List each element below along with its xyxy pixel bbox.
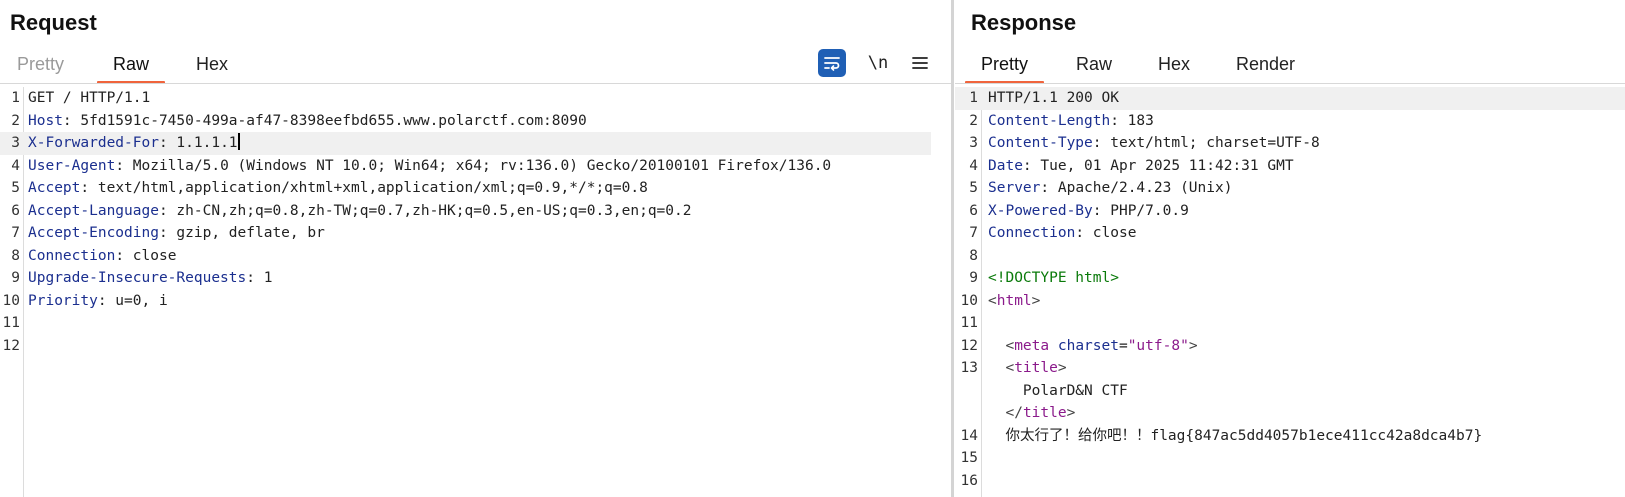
show-newlines-button[interactable]: \n: [867, 53, 889, 73]
tab-pretty[interactable]: Pretty: [17, 54, 65, 74]
request-tabs-divider: [0, 83, 951, 84]
request-line: 11: [2, 315, 20, 331]
request-tabs: Pretty Raw Hex: [0, 48, 951, 84]
tab-hex[interactable]: Hex: [1158, 54, 1191, 74]
request-title: Request: [10, 10, 97, 35]
tab-render[interactable]: Render: [1236, 54, 1296, 74]
response-line: 8: [969, 247, 978, 264]
response-line-flag: 14 你太行了！给你吧！！flag{847ac5dd4057b1ece411cc…: [960, 427, 1483, 444]
wrap-lines-button[interactable]: [818, 49, 846, 77]
response-gutter: [981, 87, 982, 497]
tab-raw[interactable]: Raw: [96, 54, 166, 84]
text-cursor: [237, 133, 240, 150]
tab-pretty[interactable]: Pretty: [964, 54, 1045, 84]
response-line-wrapped: PolarD&N CTF: [988, 382, 1128, 399]
response-line: 16: [960, 472, 978, 489]
menu-button[interactable]: [906, 49, 934, 77]
response-tabs-divider: [955, 83, 1625, 84]
response-line: 11: [960, 315, 978, 331]
response-line: 12 <meta charset="utf-8">: [960, 337, 1198, 354]
response-line: 9<!DOCTYPE html>: [969, 270, 1119, 286]
response-title: Response: [971, 10, 1077, 35]
response-line: 15: [960, 450, 978, 466]
response-line: 10<html>: [960, 292, 1041, 309]
pane-splitter[interactable]: [951, 0, 954, 497]
tab-hex[interactable]: Hex: [196, 54, 229, 74]
request-line: 12: [2, 337, 20, 354]
response-line: 13 <title>: [960, 360, 1067, 376]
response-tabs: Pretty Raw Hex Render: [955, 48, 1625, 84]
wrap-lines-icon: [824, 57, 840, 71]
tab-raw[interactable]: Raw: [1076, 54, 1113, 74]
hamburger-menu-icon: [912, 57, 928, 69]
response-line-wrapped: </title>: [1005, 405, 1076, 421]
request-gutter: [23, 87, 24, 497]
